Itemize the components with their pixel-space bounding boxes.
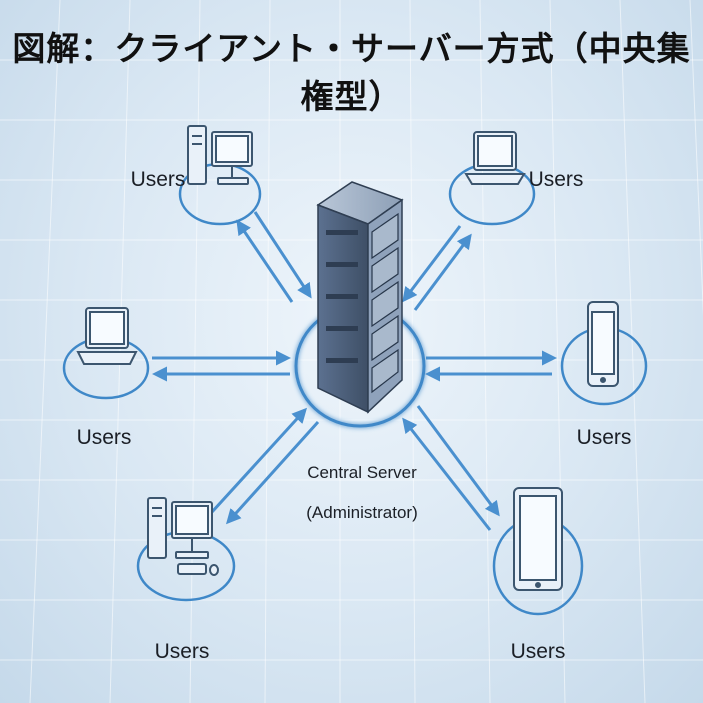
client-label: Users — [529, 168, 584, 191]
arrow-from-server-top-left — [236, 219, 294, 303]
desktop-computer-icon — [147, 497, 219, 576]
smartphone-icon — [587, 301, 619, 387]
tablet-icon — [513, 487, 563, 591]
desktop-computer-icon — [187, 125, 253, 185]
client-label: Users — [577, 426, 632, 449]
arrow-to-server-bottom-right — [402, 417, 492, 531]
client-label: Users — [77, 426, 132, 449]
arrow-to-server-bottom-left — [210, 407, 308, 514]
server-role: (Administrator) — [306, 503, 417, 522]
arrow-to-server-top-right — [402, 225, 462, 303]
client-top-left: Users — [131, 125, 262, 226]
client-label: Users — [131, 168, 186, 191]
client-label: Users — [155, 640, 210, 663]
client-top-right: Users — [448, 131, 584, 226]
server-name: Central Server — [307, 463, 417, 482]
client-mid-right: Users — [560, 301, 648, 449]
client-mid-left: Users — [62, 307, 150, 449]
page-title: 図解：クライアント・サーバー方式（中央集権型） — [12, 29, 691, 116]
client-label: Users — [511, 640, 566, 663]
arrow-to-server-top-left — [253, 211, 312, 299]
arrow-from-server-bottom-right — [416, 405, 500, 517]
client-bottom-left: Users — [136, 497, 236, 663]
server-icon — [316, 181, 404, 414]
client-bottom-right: Users — [492, 487, 584, 663]
arrow-from-server-top-right — [413, 233, 472, 311]
laptop-icon — [464, 131, 526, 185]
arrow-from-server-bottom-left — [225, 420, 320, 525]
connection-arrows — [152, 211, 557, 531]
laptop-icon — [76, 307, 138, 365]
